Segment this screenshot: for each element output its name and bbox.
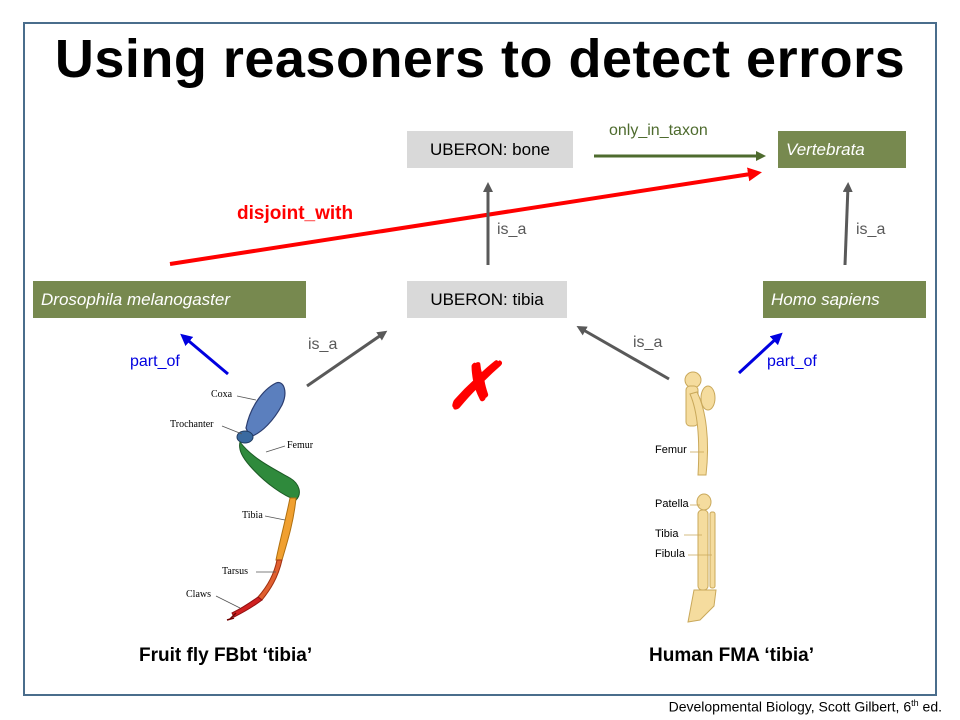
human-label-fibula: Fibula [655, 548, 685, 560]
slide-frame [23, 22, 937, 696]
node-uberon-tibia: UBERON: tibia [407, 281, 567, 318]
image-credit: Developmental Biology, Scott Gilbert, 6t… [669, 698, 942, 715]
label-is-a-fly: is_a [308, 336, 338, 353]
caption-fruit-fly: Fruit fly FBbt ‘tibia’ [139, 645, 313, 666]
fly-label-tibia: Tibia [242, 510, 263, 521]
fly-label-femur: Femur [287, 440, 314, 451]
is-a-arrow-human-tibia [576, 326, 670, 381]
node-uberon-bone: UBERON: bone [407, 131, 573, 168]
fly-label-trochanter: Trochanter [170, 419, 214, 430]
node-homo-sapiens: Homo sapiens [763, 281, 926, 318]
error-cross-icon: ✗ [445, 350, 499, 422]
node-drosophila: Drosophila melanogaster [33, 281, 306, 318]
credit-suffix: ed. [918, 698, 942, 715]
is-a-arrow-homo-vertebrata [842, 182, 853, 266]
caption-human: Human FMA ‘tibia’ [649, 645, 815, 666]
part-of-arrow-fly [180, 333, 229, 376]
credit-text: Developmental Biology, Scott Gilbert, 6 [668, 698, 912, 715]
human-leg-illustration [684, 371, 717, 623]
node-vertebrata: Vertebrata [778, 131, 906, 168]
fly-label-coxa: Coxa [211, 389, 233, 400]
fruit-fly-leg-illustration [226, 381, 300, 621]
human-label-tibia: Tibia [655, 528, 679, 540]
label-only-in-taxon: only_in_taxon [609, 122, 708, 139]
label-is-a-homo-vertebrata: is_a [856, 221, 886, 238]
label-part-of-human: part_of [767, 353, 817, 370]
label-is-a-human: is_a [633, 334, 663, 351]
human-label-femur: Femur [655, 444, 687, 456]
part-of-arrow-human [737, 332, 783, 375]
disjoint-with-arrow [169, 167, 762, 266]
fly-label-tarsus: Tarsus [222, 566, 248, 577]
is-a-arrow-fly-tibia [306, 330, 388, 388]
label-disjoint-with: disjoint_with [237, 203, 354, 224]
label-is-a-tibia-bone: is_a [497, 221, 527, 238]
slide-title: Using reasoners to detect errors [54, 29, 906, 89]
fly-label-claws: Claws [186, 589, 211, 600]
label-part-of-fly: part_of [130, 353, 180, 370]
credit-sup: th [911, 698, 919, 708]
human-label-patella: Patella [655, 498, 689, 510]
